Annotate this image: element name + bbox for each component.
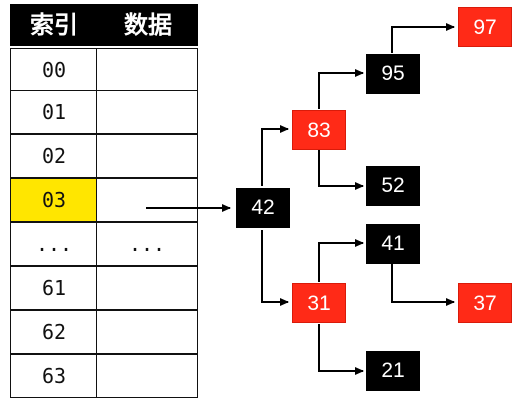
edge-83-95: [318, 69, 364, 109]
table-header: 索引 数据: [10, 4, 198, 46]
table-row: 61: [10, 266, 198, 310]
tree-node-42: 42: [236, 188, 290, 228]
index-cell-highlighted: 03: [10, 178, 98, 222]
table-row: ... ...: [10, 222, 198, 266]
data-cell: [96, 134, 198, 178]
data-cell: [96, 178, 198, 222]
data-cell: [96, 266, 198, 310]
tree-node-41: 41: [366, 224, 420, 264]
table-row: 01: [10, 90, 198, 134]
data-cell: [96, 48, 198, 92]
edge-42-83: [261, 125, 289, 186]
index-cell: 01: [10, 90, 98, 134]
tree-node-31: 31: [292, 283, 346, 323]
edge-31-21: [318, 324, 364, 375]
tree-node-83: 83: [292, 110, 346, 150]
edge-42-31: [261, 230, 289, 306]
data-cell: [96, 354, 198, 398]
table-row: 62: [10, 310, 198, 354]
tree-node-95: 95: [366, 54, 420, 94]
edge-31-41: [318, 239, 364, 282]
header-index: 索引: [30, 11, 78, 39]
index-cell: 00: [10, 48, 98, 92]
tree-node-37: 37: [458, 283, 512, 323]
tree-node-21: 21: [366, 351, 420, 391]
index-cell: 61: [10, 266, 98, 310]
index-cell: 02: [10, 134, 98, 178]
table-row-highlighted: 03: [10, 178, 198, 222]
index-cell: 63: [10, 354, 98, 398]
hash-table: 索引 数据 00 01 02 03 ... ... 61 62 63: [10, 4, 198, 400]
index-cell: ...: [10, 222, 98, 266]
header-data: 数据: [124, 11, 172, 39]
tree-node-97: 97: [458, 7, 512, 47]
data-cell: [96, 310, 198, 354]
data-cell: [96, 90, 198, 134]
table-row: 00: [10, 48, 198, 92]
table-row: 63: [10, 354, 198, 398]
index-cell: 62: [10, 310, 98, 354]
edge-95-97: [391, 23, 455, 53]
data-cell: ...: [96, 222, 198, 266]
table-row: 02: [10, 134, 198, 178]
edge-83-52: [318, 150, 364, 190]
edge-41-37: [391, 264, 455, 306]
tree-node-52: 52: [366, 166, 420, 206]
